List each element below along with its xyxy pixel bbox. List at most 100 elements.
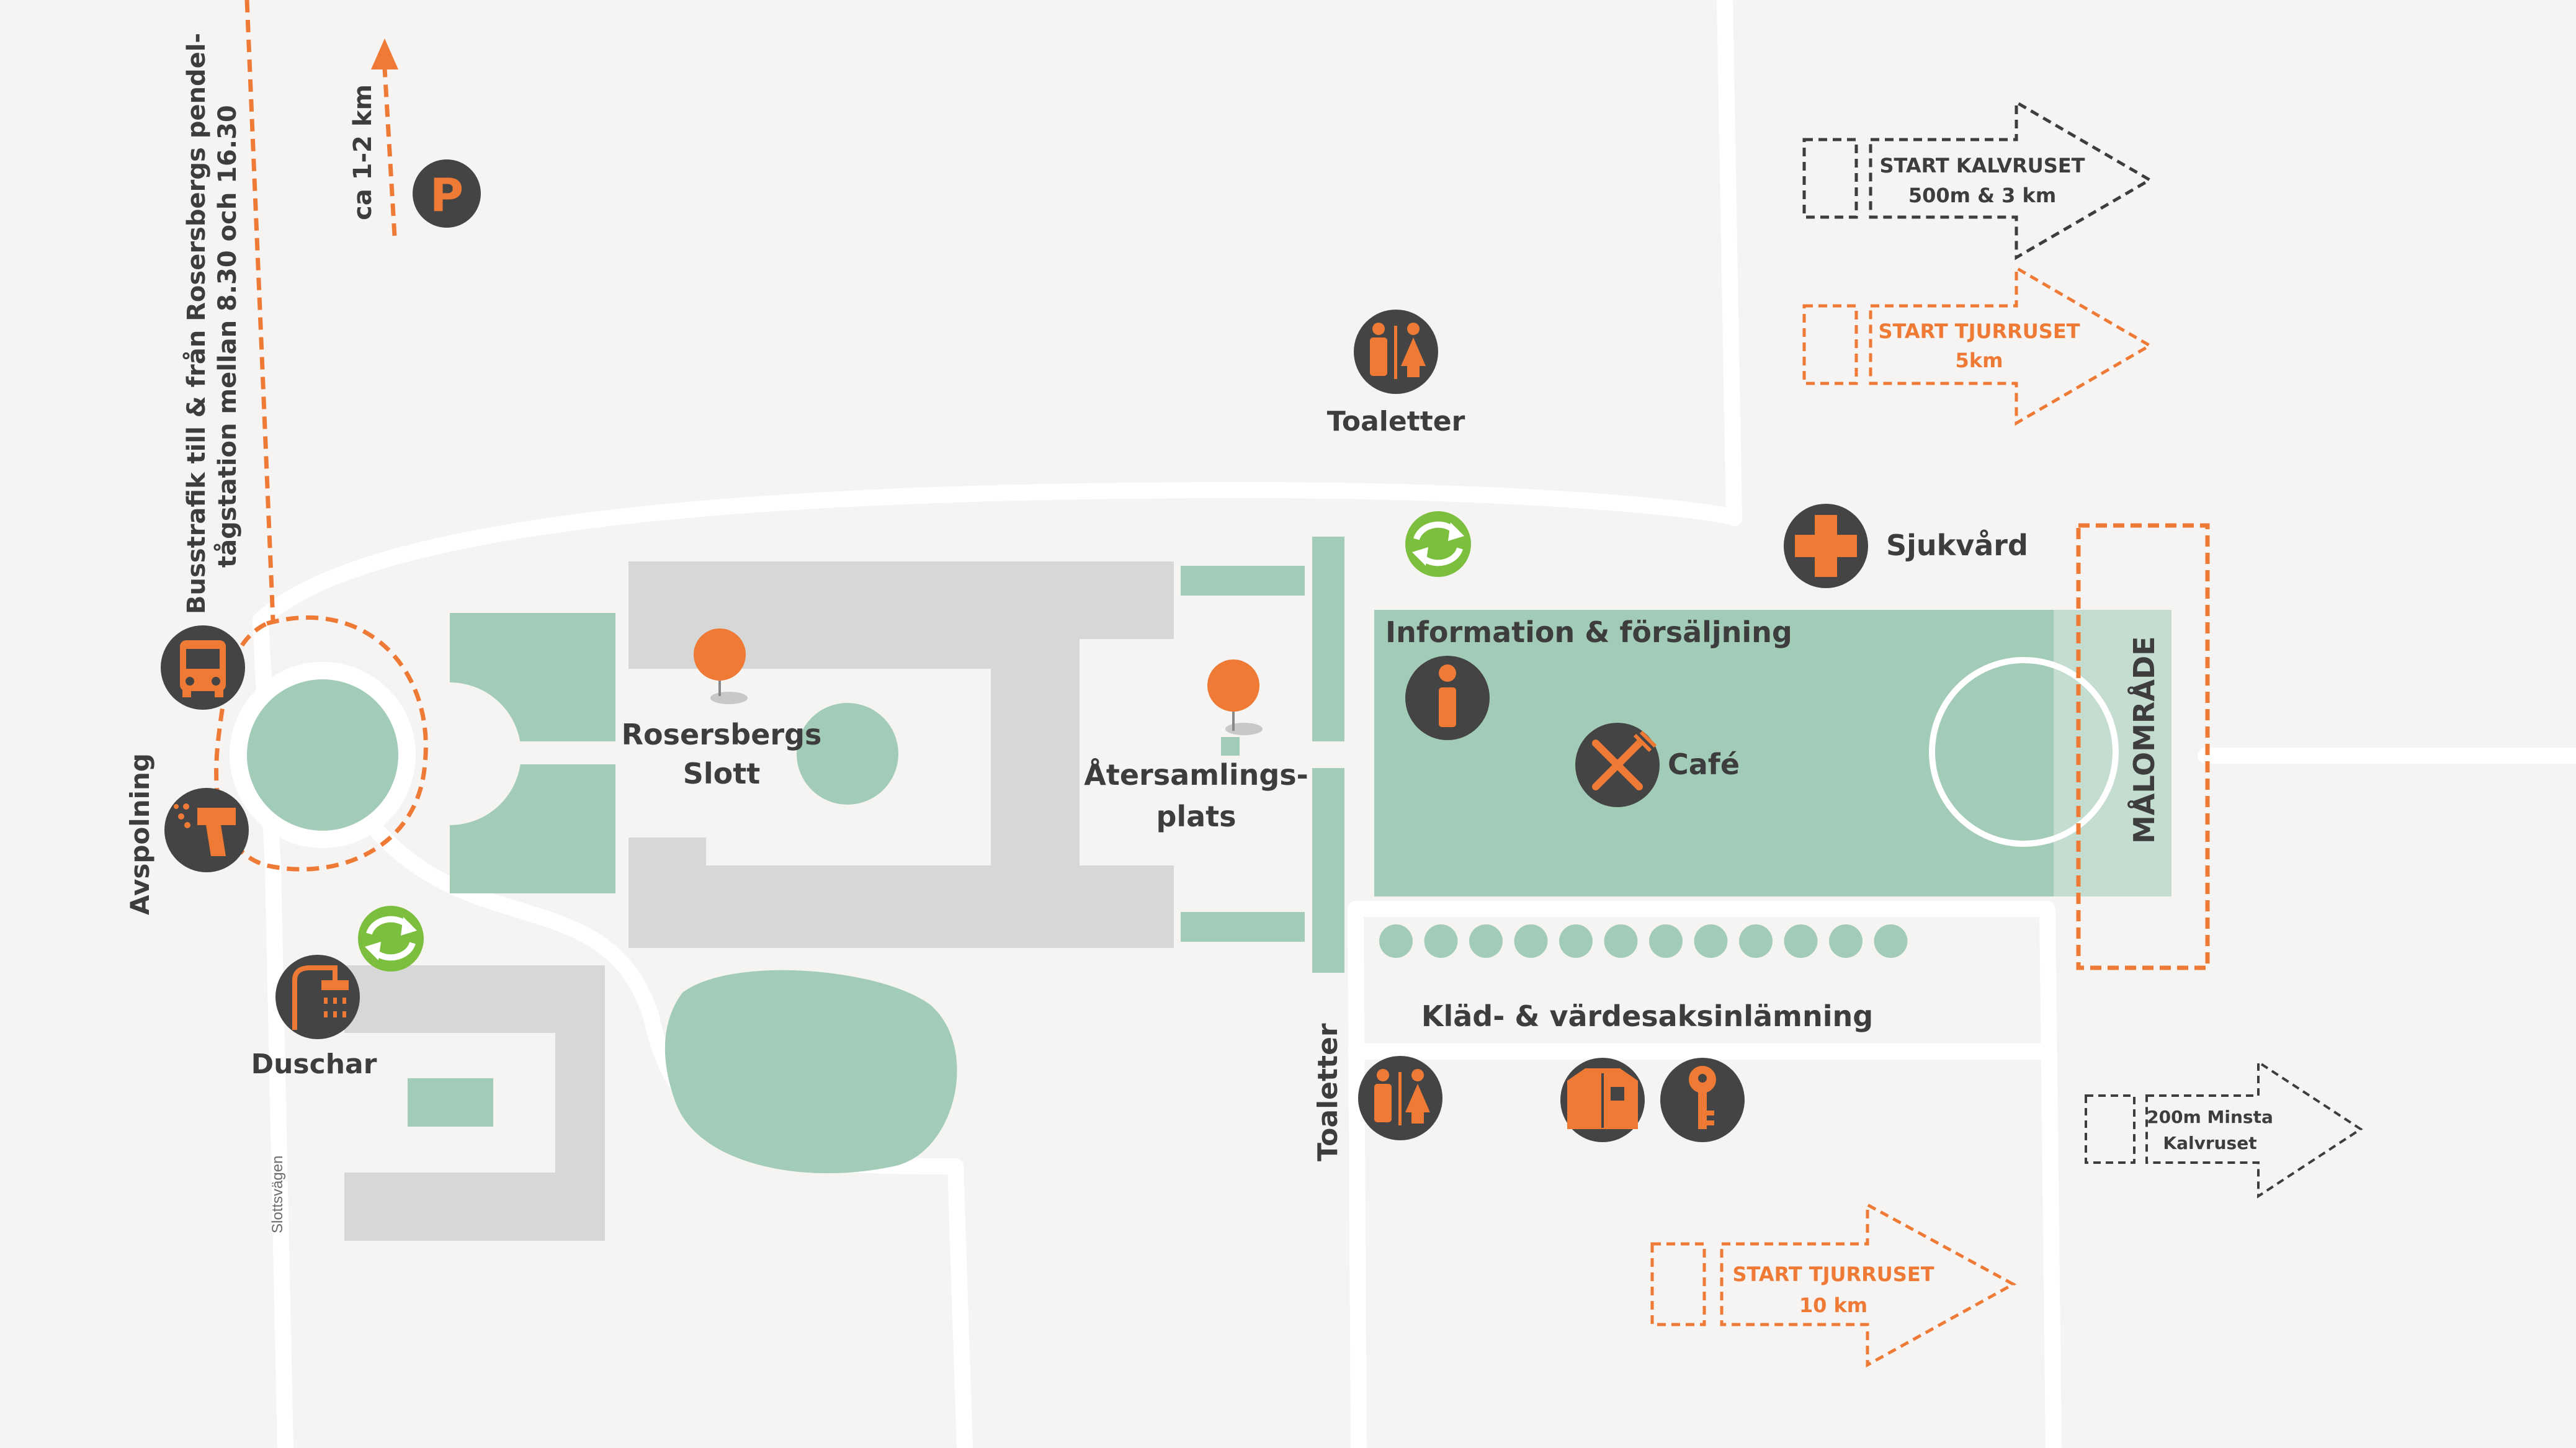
tree-dot: [1829, 924, 1863, 958]
key-tooth-2: [1707, 1120, 1714, 1125]
atersamling-label-line1: Återsamlings-: [1084, 758, 1308, 792]
kalvruset-arrow-shape: [1869, 99, 2153, 261]
key-shaft: [1698, 1091, 1707, 1129]
shower-drop: [324, 1011, 328, 1017]
jacket-badge: [1611, 1087, 1624, 1101]
shower-drop: [342, 998, 346, 1004]
map-pin-icon[interactable]: [694, 628, 748, 704]
bus-info-line1: Busstrafik till & från Rosersbergs pende…: [182, 33, 211, 614]
toilet-woman-legs: [1411, 1111, 1424, 1124]
recycle-icon[interactable]: [358, 906, 424, 972]
toilet-woman-legs: [1407, 365, 1420, 377]
map-pin-icon[interactable]: [1207, 659, 1263, 735]
shower-drop: [342, 1011, 346, 1017]
klad-label: Kläd- & värdesaksinlämning: [1421, 999, 1873, 1033]
kalvruset-label-line1: START KALVRUSET: [1880, 154, 2085, 177]
duschar-building: [344, 965, 605, 1241]
spray-gun-icon[interactable]: [164, 788, 249, 872]
key-tooth-1: [1707, 1111, 1714, 1115]
spray-gun-shape: [197, 808, 236, 856]
bus-window: [186, 649, 220, 669]
toaletter-top-label: Toaletter: [1327, 406, 1465, 437]
toilet-man-body: [1370, 337, 1387, 376]
start-tjurruset5-arrow: [1802, 265, 2153, 426]
shower-drop: [333, 1011, 337, 1017]
recycle-icon[interactable]: [1405, 511, 1471, 577]
tree-dot: [1739, 924, 1773, 958]
toilet-divider: [1394, 326, 1397, 379]
slottsvagen-label: Slottsvägen: [269, 1156, 286, 1233]
tjurruset10-label-line2: 10 km: [1799, 1294, 1867, 1317]
bus-route-roundabout: [214, 615, 428, 872]
recycle-arrowhead-top: [401, 917, 417, 936]
cutlery-fork-tines: [1633, 730, 1657, 753]
sjukvard-label: Sjukvård: [1886, 529, 2028, 562]
tree-dot: [1469, 924, 1503, 958]
tree-dot: [1694, 924, 1728, 958]
minsta-arrow-shape: [2145, 1060, 2363, 1199]
parking-arrow-head: [371, 38, 398, 69]
cutlery-icon[interactable]: [1575, 723, 1660, 807]
main-field-area: [1374, 610, 2171, 896]
main-field: [1374, 523, 2210, 970]
start-kalvruset-arrow: [1802, 99, 2153, 261]
castle-building: [628, 561, 1174, 948]
parking-arrow-line: [382, 68, 397, 236]
north-road: [1717, 0, 1742, 526]
bus-wheel-left: [182, 690, 191, 697]
tree-dot: [1514, 924, 1548, 958]
pin-head: [1207, 659, 1259, 712]
avspolning-label: Avspolning: [125, 753, 155, 915]
spray-drop-4: [174, 804, 179, 809]
toilet-woman-head: [1407, 323, 1420, 335]
atersamling-label-line2: plats: [1156, 800, 1236, 833]
kalvruset-square: [1802, 138, 1858, 219]
key-icon[interactable]: [1660, 1058, 1745, 1142]
info-stem: [1439, 687, 1456, 727]
recycle-arrowhead-bottom: [365, 942, 381, 960]
strip-top: [1181, 566, 1305, 596]
tjurruset5-square: [1802, 304, 1858, 385]
bus-light-right: [212, 677, 220, 686]
recycle-icon-circle: [358, 906, 424, 972]
pin-head: [694, 628, 746, 681]
cutlery-fork: [1592, 740, 1643, 790]
bus-icon[interactable]: [161, 625, 245, 710]
parking-direction-arrow: [371, 38, 398, 236]
toilet-divider: [1398, 1072, 1402, 1125]
shower-icon[interactable]: [275, 955, 360, 1039]
first-aid-cross-horizontal: [1795, 535, 1857, 557]
spray-drop-2: [178, 813, 184, 820]
strip-vertical-bottom: [1312, 768, 1344, 973]
spray-icon-circle: [164, 788, 249, 872]
tjurruset10-label-line1: START TJURRUSET: [1732, 1263, 1934, 1286]
shower-drop: [324, 998, 328, 1004]
tree-dot: [1559, 924, 1593, 958]
info-icon[interactable]: [1405, 656, 1490, 740]
green-blob-south: [664, 970, 957, 1174]
parking-icon-circle: [413, 159, 481, 228]
tree-dot: [1784, 924, 1818, 958]
jacket-icon[interactable]: [1560, 1058, 1645, 1142]
first-aid-icon[interactable]: [1784, 504, 1868, 588]
toilet-icon[interactable]: [1358, 1056, 1442, 1140]
minsta-square: [2085, 1094, 2135, 1164]
green-rect-duschar: [408, 1078, 493, 1127]
lower-road-right: [2039, 901, 2062, 1448]
minsta-label-line2: Kalvruset: [2163, 1133, 2256, 1153]
spray-drop-1: [183, 803, 189, 810]
info-dot: [1439, 664, 1456, 682]
lower-road-left: [1348, 901, 1367, 1448]
finish-zone-border: [2076, 523, 2210, 970]
toilet-woman-head: [1411, 1069, 1424, 1081]
toilet-icon[interactable]: [1354, 310, 1438, 394]
parking-icon[interactable]: P: [413, 159, 481, 228]
green-areas-west: [408, 613, 957, 1174]
bus-route-line: [244, 0, 275, 621]
tree-dot: [1379, 924, 1413, 958]
strip-pin-base: [1221, 737, 1240, 756]
green-notch: [450, 682, 521, 825]
pin-shadow: [710, 692, 748, 704]
start-tjurruset10-arrow: [1650, 1202, 2017, 1368]
